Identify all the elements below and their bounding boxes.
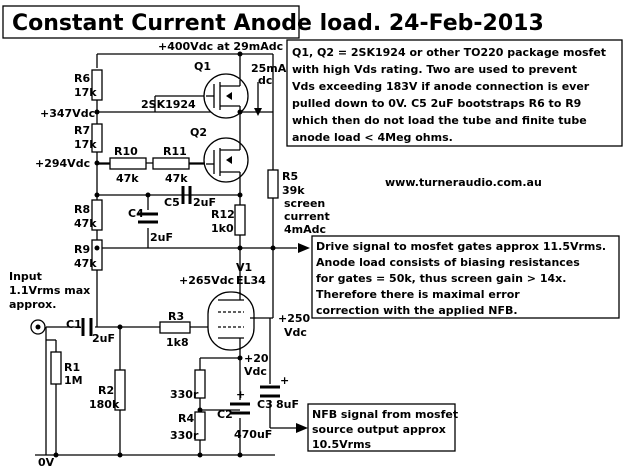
input-label-3: approx. [9, 298, 56, 311]
r7-name: R7 [74, 124, 90, 137]
r10-name: R10 [114, 145, 138, 158]
c5-value: 2uF [193, 196, 216, 209]
arrow-to-drive-note [298, 243, 310, 253]
r4b-value: 330r [170, 429, 199, 442]
c1-name: C1 [66, 318, 82, 331]
note-mosfets: Q1, Q2 = 2SK1924 or other TO220 package … [292, 46, 610, 144]
r3-value: 1k8 [166, 336, 189, 349]
c3-name: C3 [257, 398, 273, 411]
resistor-r7 [91, 123, 103, 153]
arrow-to-nfb-note [296, 423, 308, 433]
resistor-r6 [91, 69, 103, 101]
note-box-nfb [307, 403, 456, 452]
c2-value: 470uF [234, 428, 272, 441]
v1-name: V1 [236, 261, 252, 274]
wiring [35, 53, 300, 456]
c5-name: C5 [164, 196, 180, 209]
r10-value: 47k [116, 172, 139, 185]
v1-part: EL34 [236, 274, 266, 287]
resistor-r8 [91, 199, 103, 231]
resistor-r1 [50, 351, 62, 385]
r7-value: 17k [74, 138, 97, 151]
tube-v1 [207, 291, 256, 351]
c4-value: 2uF [150, 231, 173, 244]
r8-value: 47k [74, 217, 97, 230]
mosfet-q1 [203, 73, 249, 119]
r1-name: R1 [64, 361, 80, 374]
c3-plus: + [280, 374, 289, 387]
c1-value: 2uF [92, 332, 115, 345]
ground-label: 0V [38, 456, 55, 469]
r5-value: 39k [282, 184, 305, 197]
resistor-r10 [109, 157, 147, 170]
r6-name: R6 [74, 72, 90, 85]
junctions [53, 51, 276, 458]
r4-name: R4 [178, 412, 194, 425]
r12-value: 1k0 [211, 222, 234, 235]
v250-label-2: Vdc [284, 326, 307, 339]
capacitor-c4 [138, 212, 158, 224]
r8-name: R8 [74, 203, 90, 216]
r11-value: 47k [165, 172, 188, 185]
note-box-drive [311, 235, 620, 319]
v250-label-1: +250 [278, 312, 311, 325]
r5-name: R5 [282, 170, 298, 183]
capacitor-c2 [230, 402, 250, 415]
resistor-r9 [91, 239, 103, 271]
q2-name: Q2 [190, 126, 207, 139]
resistor-r11 [152, 157, 190, 170]
screen-label-1: screen [284, 197, 325, 210]
current-arrow [254, 82, 262, 116]
note-drive: Drive signal to mosfet gates approx 11.5… [316, 240, 610, 317]
q1-part: 2SK1924 [141, 98, 196, 111]
r12-name: R12 [211, 208, 235, 221]
note-nfb: NFB signal from mosfet source output app… [312, 408, 462, 451]
resistor-r5 [267, 169, 279, 199]
resistor-r2 [114, 369, 126, 411]
r9-name: R9 [74, 243, 90, 256]
r6-value: 17k [74, 86, 97, 99]
screen-label-3: 4mAdc [284, 223, 326, 236]
v347-label: +347Vdc [40, 107, 95, 120]
note-box-mosfets [286, 39, 623, 147]
c2-name: C2 [217, 408, 233, 421]
resistor-r3 [159, 321, 191, 334]
capacitor-c5 [181, 186, 192, 204]
diagram-title: Constant Current Anode load. 24-Feb-2013 [12, 11, 544, 36]
resistor-r4a [194, 369, 206, 399]
website-text: www.turneraudio.com.au [385, 176, 542, 189]
title-box [2, 5, 300, 39]
capacitor-c3 [260, 385, 280, 398]
r9-value: 47k [74, 257, 97, 270]
q1-name: Q1 [194, 60, 211, 73]
v294-label: +294Vdc [35, 157, 90, 170]
current-label-1: 25mA [251, 62, 287, 75]
c3-value: 8uF [276, 398, 299, 411]
v20-label-1: +20 [244, 352, 269, 365]
current-label-2: dc [258, 74, 272, 87]
supply-label: +400Vdc at 29mAdc [158, 40, 283, 53]
screen-label-2: current [284, 210, 330, 223]
v20-label-2: Vdc [244, 365, 267, 378]
r4a-value: 330r [170, 388, 199, 401]
r3-name: R3 [168, 310, 184, 323]
input-label-2: 1.1Vrms max [9, 284, 90, 297]
v265-label: +265Vdc [179, 274, 234, 287]
r1-value: 1M [64, 374, 83, 387]
c4-name: C4 [128, 207, 144, 220]
capacitor-c1 [81, 318, 93, 336]
c2-plus: + [236, 388, 245, 401]
r2-name: R2 [98, 384, 114, 397]
mosfet-q2 [203, 137, 249, 183]
r2-value: 180k [89, 398, 120, 411]
r11-name: R11 [163, 145, 187, 158]
input-jack [30, 319, 46, 335]
input-label-1: Input [9, 270, 42, 283]
resistor-r12 [234, 204, 246, 236]
